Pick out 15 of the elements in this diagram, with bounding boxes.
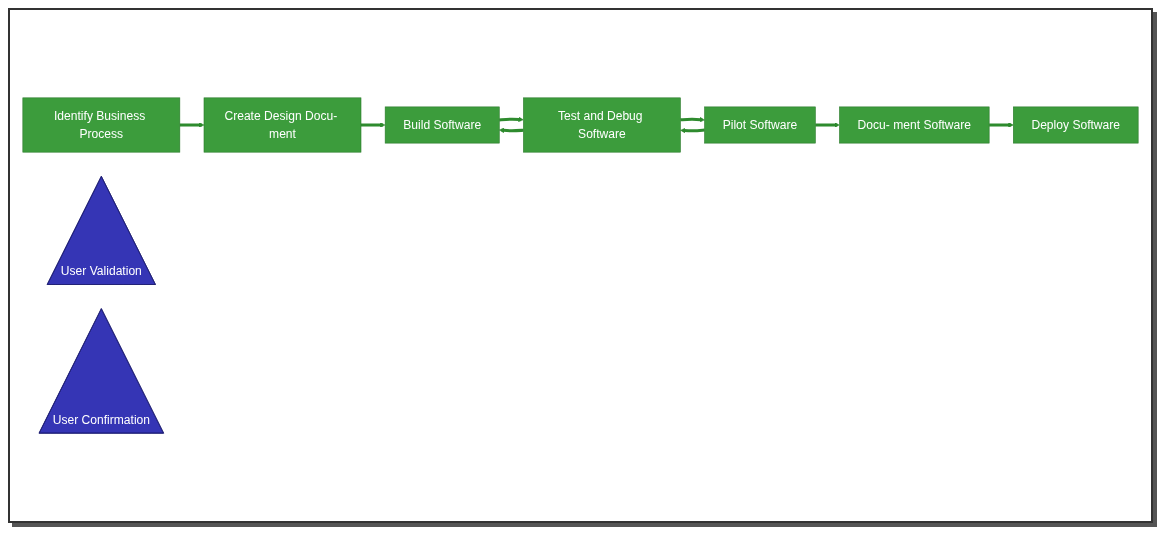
node-box: Docu- ment Software — [839, 106, 990, 144]
arrow — [499, 116, 524, 123]
arrow — [680, 116, 705, 123]
arrow — [179, 122, 205, 128]
node-box: Deploy Software — [1013, 106, 1139, 144]
node-box: Test and Debug Software — [523, 97, 681, 153]
arrow — [989, 122, 1014, 128]
node-box: Identify Business Process — [22, 97, 181, 153]
arrow — [499, 127, 524, 134]
arrow — [361, 122, 386, 128]
node-box: Pilot Software — [704, 106, 816, 144]
node-box: Create Design Docu- ment — [203, 97, 362, 153]
node-box: Build Software — [384, 106, 500, 144]
arrow — [815, 122, 840, 128]
arrow — [680, 127, 705, 134]
